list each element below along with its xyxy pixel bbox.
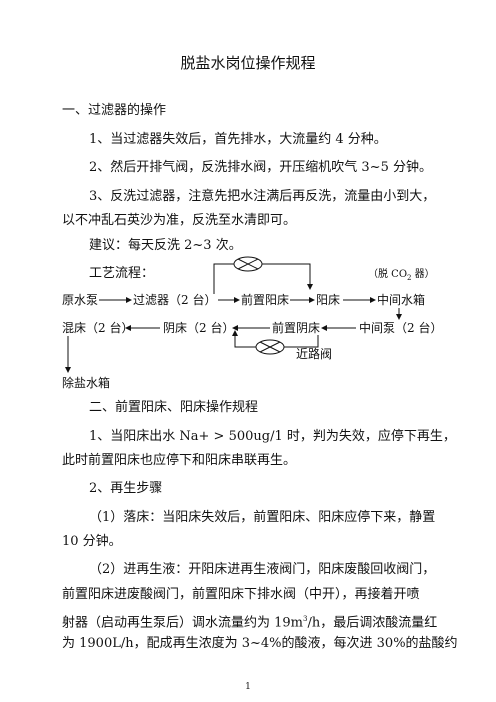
paragraph: （1）落床：当阳床失效后，前置阳床、阳床应停下来，静置 [89,510,436,525]
page-number: 1 [245,682,251,692]
paragraph: 此时前置阳床也应停下和阳床串联再生。 [62,453,297,468]
section1-heading: 一、过滤器的操作 [62,103,167,118]
paragraph: 2、然后开排气阀，反洗排水阀，开压缩机吹气 3~5 分钟。 [89,160,432,175]
section2-heading: 二、前置阳床、阳床操作规程 [89,400,259,415]
node-product-tank: 除盐水箱 [62,376,111,390]
degasser-note: （脱 CO2 器） [368,269,435,282]
top-loop-right [262,263,313,290]
node-anion: 阴床（2 台） [163,321,235,335]
paragraph: 1、当阳床出水 Na+ > 500ug/1 时，判为失效，应停下再生， [89,429,456,444]
paragraph: 2、再生步骤 [89,481,163,496]
node-pre-cation: 前置阳床 [241,293,290,307]
bypass-valve-label: 近路阀 [296,347,333,361]
bypass-valve-top-icon [233,256,263,272]
paragraph: 10 分钟。 [62,534,122,549]
node-pre-anion: 前置阴床 [272,321,321,335]
node-cation: 阳床 [316,293,341,307]
node-mid-tank: 中间水箱 [377,293,426,307]
paragraph: （2）进再生液：开阳床进再生液阀门，阳床废酸回收阀门， [89,562,436,577]
paragraph: 前置阳床进废酸阀门，前置阳床下排水阀（中开），再接着开喷 [62,587,420,602]
suggestion-text: 建议：每天反洗 2~3 次。 [89,238,242,253]
paragraph: 1、当过滤器失效后，首先排水，大流量约 4 分种。 [89,132,387,147]
node-filter: 过滤器（2 台） [133,293,217,307]
paragraph: 为 1900L/h，配成再生浓度为 3~4%的酸液，每次进 30%的盐酸约 [62,636,458,651]
node-raw-pump: 原水泵 [62,293,99,307]
bottom-loop-right [284,335,319,348]
paragraph: 3、反洗过滤器，注意先把水注满后再反洗，流量由小到大， [89,189,436,204]
node-mid-pump: 中间泵（2 台） [359,321,443,335]
flow-label: 工艺流程： [89,266,155,281]
bottom-loop-left [232,330,256,348]
top-loop-left [213,263,234,294]
paragraph: 以不冲乱石英沙为准，反洗至水清即可。 [62,213,297,228]
page-title: 脱盐水岗位操作规程 [180,54,316,72]
bypass-valve-bottom-icon [255,339,285,355]
node-mixed-bed: 混床（2 台） [62,321,134,335]
paragraph: 射器（启动再生泵后）调水流量约为 19m3/h，最后调浓酸流量红 [62,615,438,631]
